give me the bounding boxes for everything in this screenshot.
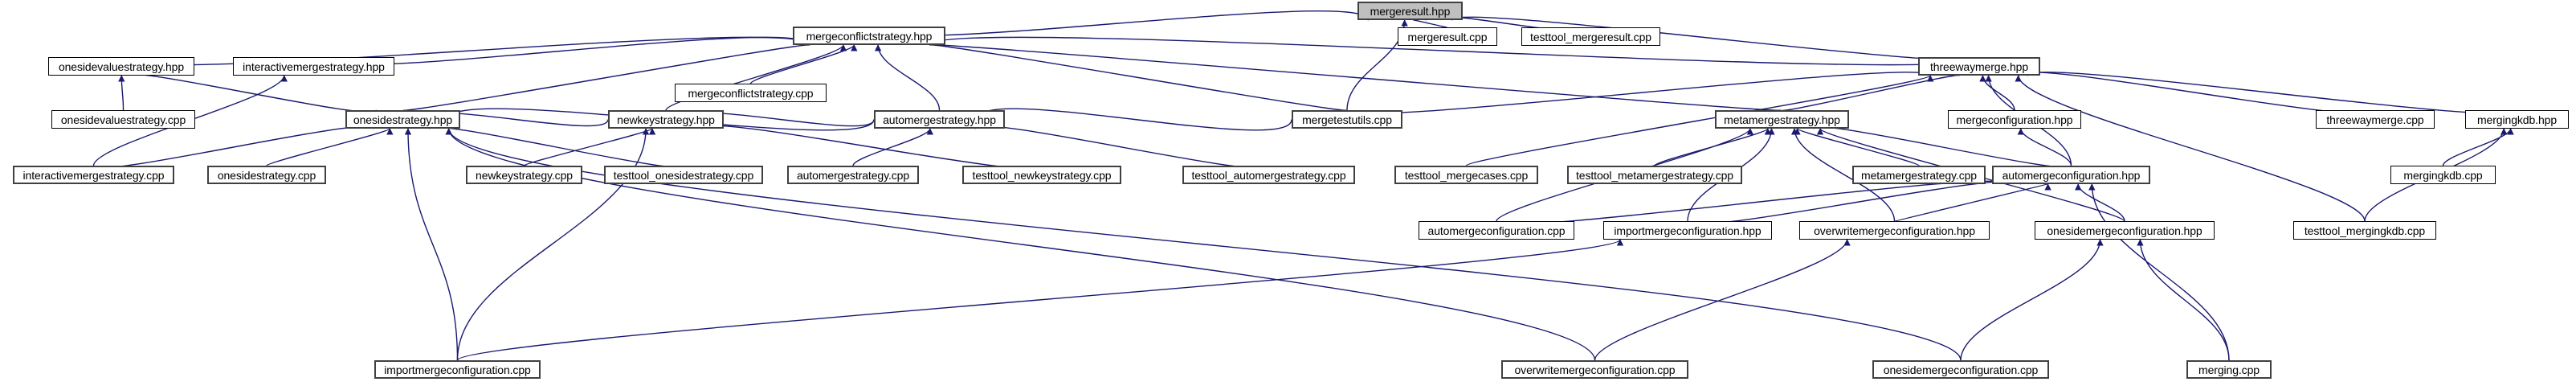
graph-edge	[928, 38, 1783, 111]
graph-edge	[974, 108, 1292, 131]
graph-node-overwritemergeconfiguration-hpp[interactable]: overwritemergeconfiguration.hpp	[1799, 221, 1990, 240]
graph-edge	[2015, 75, 2366, 222]
graph-node-onesidestrategy-hpp[interactable]: onesidestrategy.hpp	[345, 110, 460, 129]
graph-edge	[749, 44, 858, 84]
graph-node-testtool-newkeystrategy-cpp[interactable]: testtool_newkeystrategy.cpp	[962, 166, 1121, 184]
graph-edge	[1979, 75, 2015, 111]
graph-edge	[120, 36, 812, 66]
graph-edge	[1794, 128, 1920, 166]
graph-edge	[2024, 69, 2518, 114]
graph-node-mergeconfiguration-hpp[interactable]: mergeconfiguration.hpp	[1948, 110, 2081, 129]
graph-node-mergeconflictstrategy-hpp[interactable]: mergeconflictstrategy.hpp	[793, 27, 945, 45]
graph-node-testtool-mergecases-cpp[interactable]: testtool_mergecases.cpp	[1394, 166, 1538, 184]
graph-edge	[2442, 128, 2514, 166]
graph-node-testtool-metamergestrategy-cpp[interactable]: testtool_metamergestrategy.cpp	[1567, 166, 1742, 184]
graph-node-overwritemergeconfiguration-cpp[interactable]: overwritemergeconfiguration.cpp	[1501, 360, 1688, 379]
graph-node-interactivemergestrategy-cpp[interactable]: interactivemergestrategy.cpp	[13, 166, 174, 184]
graph-edge	[523, 128, 655, 166]
graph-edge	[266, 128, 394, 166]
graph-edge	[2015, 69, 2376, 114]
graph-node-mergingkdb-hpp[interactable]: mergingkdb.hpp	[2465, 110, 2569, 129]
graph-edge	[456, 128, 650, 361]
graph-edge	[971, 122, 1270, 169]
graph-edge	[1496, 178, 2011, 225]
graph-node-metamergestrategy-cpp[interactable]: metamergestrategy.cpp	[1852, 166, 1986, 184]
graph-node-metamergestrategy-hpp[interactable]: metamergestrategy.hpp	[1715, 110, 1849, 129]
graph-node-importmergeconfiguration-cpp[interactable]: importmergeconfiguration.cpp	[374, 360, 541, 379]
graph-node-onesidemergeconfiguration-hpp[interactable]: onesidemergeconfiguration.hpp	[2035, 221, 2215, 240]
graph-node-onesidestrategy-cpp[interactable]: onesidestrategy.cpp	[207, 166, 326, 184]
graph-edge	[456, 239, 1623, 361]
graph-edge	[926, 39, 1348, 111]
graph-node-mergeconflictstrategy-cpp[interactable]: mergeconflictstrategy.cpp	[675, 84, 827, 102]
graph-edge	[1687, 178, 2024, 225]
graph-node-importmergeconfiguration-hpp[interactable]: importmergeconfiguration.hpp	[1603, 221, 1772, 240]
graph-node-automergestrategy-cpp[interactable]: automergestrategy.cpp	[787, 166, 919, 184]
graph-edge	[1781, 69, 1962, 111]
graph-edge	[1811, 122, 2072, 168]
graph-node-interactivemergestrategy-hpp[interactable]: interactivemergestrategy.hpp	[233, 57, 394, 76]
graph-edge	[874, 44, 941, 111]
graph-node-threewaymerge-cpp[interactable]: threewaymerge.cpp	[2316, 110, 2435, 129]
graph-node-mergingkdb-cpp[interactable]: mergingkdb.cpp	[2390, 166, 2496, 184]
graph-edge	[1894, 183, 2049, 222]
graph-edge	[92, 122, 377, 169]
graph-edge	[698, 122, 1043, 170]
graph-edge	[1465, 75, 1933, 166]
graph-node-mergeresult-cpp[interactable]: mergeresult.cpp	[1398, 27, 1497, 46]
graph-node-testtool-mergingkdb-cpp[interactable]: testtool_mergingkdb.cpp	[2293, 221, 2436, 240]
graph-edge	[852, 128, 933, 166]
graph-node-testtool-mergeresult-cpp[interactable]: testtool_mergeresult.cpp	[1521, 27, 1660, 46]
graph-node-newkeystrategy-cpp[interactable]: newkeystrategy.cpp	[466, 166, 582, 184]
graph-node-merging-cpp[interactable]: merging.cpp	[2186, 360, 2272, 379]
graph-edge	[1960, 239, 2104, 361]
graph-node-newkeystrategy-hpp[interactable]: newkeystrategy.hpp	[608, 110, 724, 129]
graph-node-automergeconfiguration-cpp[interactable]: automergeconfiguration.cpp	[1419, 221, 1574, 240]
graph-edge	[2088, 183, 2230, 361]
graph-edge	[445, 128, 1596, 361]
graph-node-onesidevaluestrategy-cpp[interactable]: onesidevaluestrategy.cpp	[51, 110, 195, 129]
graph-edge	[1654, 128, 1771, 166]
graph-edge	[2017, 128, 2072, 166]
graph-edge	[404, 128, 459, 361]
graph-node-onesidemergeconfiguration-cpp[interactable]: onesidemergeconfiguration.cpp	[1872, 360, 2049, 379]
graph-edge	[1346, 19, 1408, 111]
graph-edge	[1410, 14, 1448, 28]
graph-edge	[426, 122, 684, 168]
graph-edge	[2137, 239, 2230, 361]
graph-node-automergeconfiguration-hpp[interactable]: automergeconfiguration.hpp	[1992, 166, 2150, 184]
graph-node-testtool-automergestrategy-cpp[interactable]: testtool_automergestrategy.cpp	[1182, 166, 1355, 184]
graph-node-automergestrategy-hpp[interactable]: automergestrategy.hpp	[874, 110, 1005, 129]
graph-edge	[120, 72, 380, 117]
graph-edge	[2075, 183, 2125, 222]
graph-node-testtool-onesidestrategy-cpp[interactable]: testtool_onesidestrategy.cpp	[604, 166, 763, 184]
graph-edge	[1346, 69, 1934, 114]
graph-node-threewaymerge-hpp[interactable]: threewaymerge.hpp	[1918, 57, 2040, 76]
graph-node-mergetestutils-cpp[interactable]: mergetestutils.cpp	[1292, 110, 1402, 129]
graph-edge	[445, 128, 1962, 361]
graph-edge	[118, 75, 125, 111]
graph-node-mergeresult-hpp[interactable]: mergeresult.hpp	[1357, 2, 1463, 20]
graph-node-onesidevaluestrategy-hpp[interactable]: onesidevaluestrategy.hpp	[48, 57, 194, 76]
graph-edge	[1594, 239, 1851, 361]
